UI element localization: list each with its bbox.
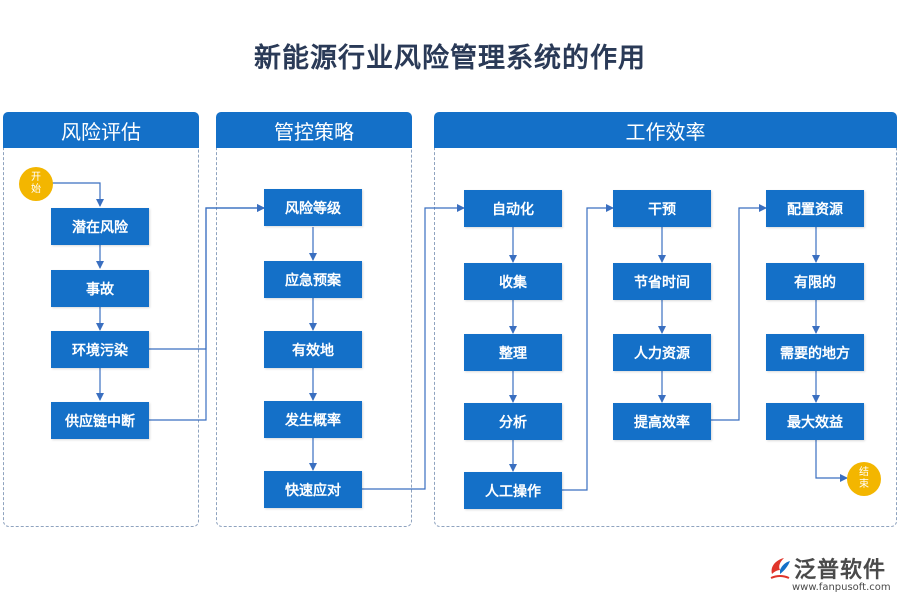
node-limited: 有限的: [766, 263, 864, 300]
panel-header-work-efficiency: 工作效率: [434, 112, 897, 148]
logo-name: 泛普软件: [794, 558, 887, 583]
logo-url: www.fanpusoft.com: [792, 582, 891, 593]
end-node: 结束: [847, 462, 881, 496]
node-max-benefit: 最大效益: [766, 403, 864, 440]
node-rapid-response: 快速应对: [264, 471, 362, 508]
panel-risk-assessment: 风险评估: [3, 112, 199, 527]
connector-manual-to-intervene: [562, 204, 614, 491]
node-risk-level: 风险等级: [264, 189, 362, 226]
fanpu-logo-icon: [770, 558, 790, 579]
node-automation: 自动化: [464, 190, 562, 227]
node-manual-operation: 人工操作: [464, 472, 562, 509]
panel-control-strategy: 管控策略: [216, 112, 412, 527]
node-intervene: 干预: [613, 190, 711, 227]
connector-rapid-to-automation: [362, 204, 465, 490]
brand-logo: 泛普软件 www.fanpusoft.com: [768, 552, 894, 596]
node-save-time: 节省时间: [613, 263, 711, 300]
page-title: 新能源行业风险管理系统的作用: [254, 43, 646, 74]
node-collect: 收集: [464, 263, 562, 300]
node-supply-chain-disruption: 供应链中断: [51, 402, 149, 439]
connector-start-to-potential-risk: [51, 182, 104, 207]
end-node-label: 结束: [859, 467, 869, 490]
node-where-needed: 需要的地方: [766, 334, 864, 371]
node-accident: 事故: [51, 270, 149, 307]
connector-supply-to-risk-level: [149, 204, 265, 421]
node-environmental-pollution: 环境污染: [51, 331, 149, 368]
connector-efficiency-to-allocate: [711, 204, 767, 421]
node-improve-efficiency: 提高效率: [613, 403, 711, 440]
node-probability: 发生概率: [264, 401, 362, 438]
panel-work-efficiency: 工作效率: [434, 112, 897, 527]
panel-header-risk-assessment: 风险评估: [3, 112, 199, 148]
start-node: 开始: [19, 167, 53, 201]
node-human-resources: 人力资源: [613, 334, 711, 371]
node-emergency-plan: 应急预案: [264, 261, 362, 298]
node-effective: 有效地: [264, 331, 362, 368]
start-node-label: 开始: [31, 172, 41, 195]
panel-header-control-strategy: 管控策略: [216, 112, 412, 148]
node-analyze: 分析: [464, 403, 562, 440]
node-allocate-resources: 配置资源: [766, 190, 864, 227]
node-organize: 整理: [464, 334, 562, 371]
node-potential-risk: 潜在风险: [51, 208, 149, 245]
connector-benefit-to-end: [815, 439, 848, 482]
